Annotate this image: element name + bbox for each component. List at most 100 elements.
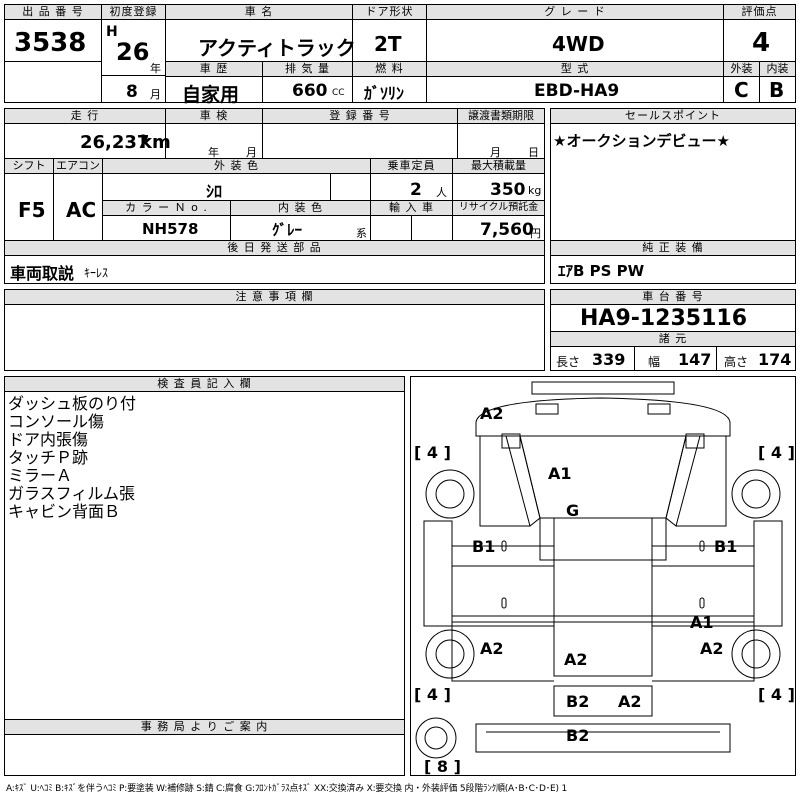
length-label: 長さ [556,355,581,369]
color-label: 外 装 色 [103,159,370,174]
ac-label: エアコン [54,159,102,174]
mark-left-door: B1 [472,537,496,556]
inspector-line-2: コンソール傷 [8,412,105,431]
displacement-label: 排 気 量 [263,62,352,77]
mark-tailgate-right: A2 [618,692,642,711]
selling-point: ★オークションデビュー★ [553,132,730,150]
score-label: 評価点 [724,5,795,20]
grade: 4WD [552,32,605,56]
month-unit: 月 [150,88,161,101]
insp-year-unit: 年 [208,146,219,159]
colorno-label: カ ラ ー Ｎ o . [103,201,230,216]
chassis-label: 車 台 番 号 [551,290,795,305]
year-unit: 年 [150,62,161,75]
mileage-label: 走 行 [5,109,165,124]
int-label: 内装 [760,62,795,77]
capacity-label: 乗車定員 [371,159,452,174]
legend: A:ｷｽﾞ U:ﾍｺﾐ B:ｷｽﾞを伴うﾍｺﾐ P:要塗装 W:補修跡 S:錆 … [6,784,567,794]
inspector-line-4: タッチＰ跡 [8,448,89,467]
tire-rear-left: [ 4 ] [414,685,451,704]
equipment: ｴｱB PS PW [558,262,645,280]
car-name-label: 車 名 [166,5,352,20]
header-block [4,4,796,103]
caution-label: 注 意 事 項 欄 [5,290,544,305]
equip-label: 純 正 装 備 [551,241,795,256]
maxload-label: 最大積載量 [453,159,544,174]
grade-label: グ レ ー ド [427,5,723,20]
tire-spare: [ 8 ] [424,757,461,776]
inspector-line-7: キャビン背面Ｂ [8,502,121,521]
inspector-line-1: ダッシュ板のり付 [8,394,137,413]
mileage: 26,237 [80,132,150,153]
mark-front: A2 [480,404,504,423]
diagram-block [410,376,796,776]
caution-block [4,289,545,371]
ext-grade: C [734,78,749,102]
max-load: 350 [490,180,526,200]
regno-label: 登 録 番 号 [263,109,457,124]
lot-number: 3538 [14,28,87,58]
inspector-block [4,376,405,776]
ext-label: 外装 [724,62,759,77]
model-label: 型 式 [427,62,723,77]
door-label: ドア形状 [353,5,426,20]
office-label: 事 務 局 よ り ご 案 内 [5,720,404,735]
reg-year: 26 [116,38,150,66]
recycle-label: リサイクル預託金 [453,201,544,216]
transfer-month-unit: 月 [490,146,501,159]
later-keyless: ｷｰﾚｽ [84,266,109,280]
interior-color: ｸﾞﾚｰ [272,221,303,239]
selling-label: セールスポイント [551,109,795,124]
door-type: 2T [374,32,402,56]
mark-glass: G [566,501,580,520]
import-label: 輸 入 車 [371,201,452,216]
mark-right-door: B1 [714,537,738,556]
width-label: 幅 [648,355,661,369]
tire-front-left: [ 4 ] [414,443,451,462]
inspector-line-3: ドア内張傷 [8,430,89,449]
inspector-line-6: ガラスフィルム張 [8,484,136,503]
later-parts-label: 後 日 発 送 部 品 [5,241,544,256]
spec-label: 諸 元 [551,332,795,347]
maxload-unit: kg [528,184,542,197]
era: H [106,24,118,40]
aircon: AC [66,198,97,222]
interior-label: 内 装 色 [231,201,370,216]
tire-front-right: [ 4 ] [758,443,795,462]
tire-rear-right: [ 4 ] [758,685,795,704]
insp-month-unit: 月 [246,146,257,159]
shift-label: シフト [5,159,53,174]
fuel-label: 燃 料 [353,62,426,77]
inspection-label: 車 検 [166,109,262,124]
history: 自家用 [182,84,240,106]
int-grade: B [769,78,785,102]
capacity-unit: 人 [436,186,447,199]
details-block [4,108,545,284]
mark-rear-right: A2 [700,639,724,658]
mark-rear-bumper: B2 [566,726,590,745]
length: 339 [592,350,626,369]
history-label: 車 歴 [166,62,262,77]
exterior-color: ｼﾛ [206,182,223,201]
shift: F5 [18,198,46,222]
capacity: 2 [410,180,422,200]
selling-block [550,108,796,284]
mileage-unit: km [140,132,171,153]
height: 174 [758,350,792,369]
recycle-unit: 円 [530,227,541,240]
mark-rear-left: A2 [480,639,504,658]
car-name: アクティトラック [198,36,356,60]
fuel: ｶﾞｿﾘﾝ [364,84,405,103]
inspector-line-5: ミラーＡ [8,466,73,485]
width: 147 [678,350,712,369]
first-reg-label: 初度登録 [102,5,165,20]
inspector-label: 検 査 員 記 入 欄 [5,377,404,392]
model-code: EBD-HA9 [534,81,620,101]
mark-tailgate-left: B2 [566,692,590,711]
height-label: 高さ [724,355,749,369]
truck-diagram [415,381,783,759]
later-manual: 車両取説 [10,264,75,283]
transfer-label: 譲渡書類期限 [458,109,544,124]
color-number: NH578 [142,220,199,238]
interior-unit: 系 [356,227,367,240]
